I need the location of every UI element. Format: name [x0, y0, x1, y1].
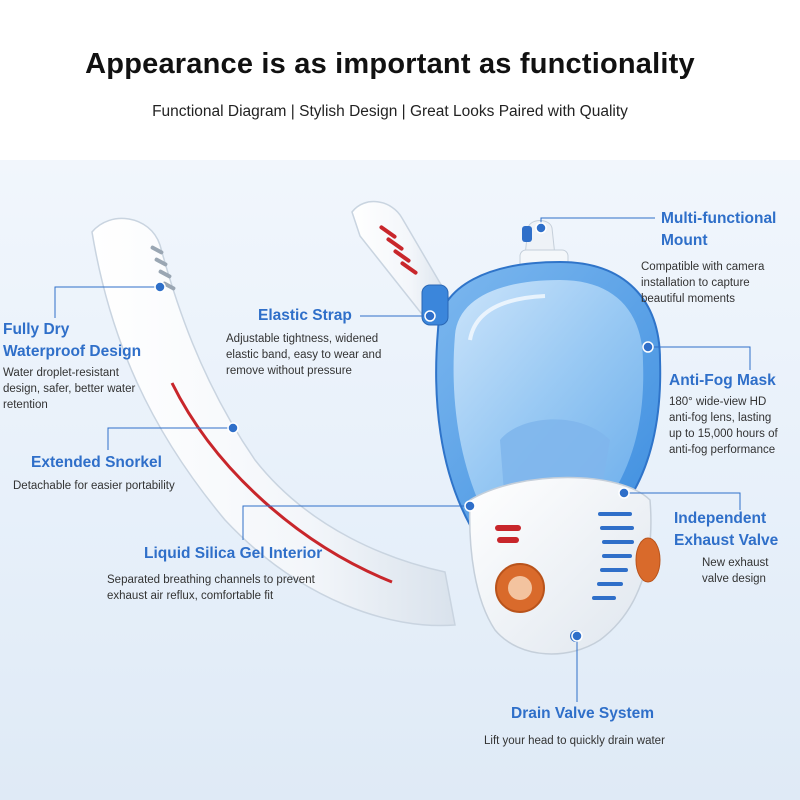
- callout-strap-desc-2: elastic band, easy to wear and: [226, 349, 382, 361]
- callout-antifog-desc-1: 180° wide-view HD: [669, 396, 767, 408]
- callout-antifog-desc-2: anti-fog lens, lasting: [669, 412, 772, 424]
- callout-waterproof-heading-2: Waterproof Design: [3, 343, 142, 360]
- callout-mount-desc-3: beautiful moments: [641, 293, 735, 305]
- callout-antifog-desc-4: anti-fog performance: [669, 444, 776, 456]
- callout-strap-desc: Adjustable tightness, widened elastic ba…: [226, 329, 416, 379]
- callout-drain-heading: Drain Valve System: [511, 705, 655, 722]
- callout-strap-desc-3: remove without pressure: [226, 365, 352, 377]
- callout-snorkel-heading: Extended Snorkel: [31, 454, 162, 471]
- callout-snorkel-desc: Detachable for easier portability: [13, 476, 213, 494]
- leader-lines: [54, 217, 751, 702]
- callout-silica-desc: Separated breathing channels to prevent …: [107, 570, 367, 604]
- callout-waterproof-desc-1: Water droplet-resistant: [3, 367, 119, 379]
- callout-antifog: Anti-Fog Mask 180° wide-view HD anti-fog…: [669, 370, 799, 458]
- callout-mount-heading-2: Mount: [661, 232, 708, 249]
- callout-antifog-desc-3: up to 15,000 hours of: [669, 428, 778, 440]
- callout-mount-heading-1: Multi-functional: [661, 210, 777, 227]
- callout-exhaust: Independent Exhaust Valve: [674, 508, 798, 552]
- callout-mount-desc-1: Compatible with camera: [641, 261, 765, 273]
- breathing-chamber-shell: [468, 476, 661, 655]
- mask-body: [421, 260, 662, 527]
- callout-snorkel-desc-1: Detachable for easier portability: [13, 480, 175, 492]
- page-subtitle: Functional Diagram | Stylish Design | Gr…: [152, 103, 628, 120]
- callout-mount: Multi-functional Mount: [661, 208, 797, 252]
- callout-strap: Elastic Strap: [258, 305, 408, 327]
- callout-silica-heading: Liquid Silica Gel Interior: [144, 545, 323, 562]
- callout-exhaust-desc: New exhaust valve design: [702, 553, 798, 587]
- callout-silica-desc-2: exhaust air reflux, comfortable fit: [107, 590, 274, 602]
- callout-mount-desc: Compatible with camera installation to c…: [641, 257, 797, 307]
- callout-silica-desc-1: Separated breathing channels to prevent: [107, 574, 315, 586]
- page-title: Appearance is as important as functional…: [85, 48, 695, 80]
- callout-drain-desc: Lift your head to quickly drain water: [484, 731, 714, 749]
- callout-antifog-heading: Anti-Fog Mask: [669, 372, 776, 389]
- callout-silica: Liquid Silica Gel Interior: [144, 543, 364, 565]
- callout-exhaust-desc-1: New exhaust: [702, 557, 769, 569]
- callout-waterproof-desc-3: retention: [3, 399, 48, 411]
- callout-mount-desc-2: installation to capture: [641, 277, 750, 289]
- header: Appearance is as important as functional…: [0, 0, 800, 160]
- callout-strap-desc-1: Adjustable tightness, widened: [226, 333, 379, 345]
- callout-drain: Drain Valve System: [511, 703, 681, 725]
- leader-dots: [154, 222, 654, 642]
- callout-waterproof-desc-2: design, safer, better water: [3, 383, 136, 395]
- callout-waterproof: Fully Dry Waterproof Design Water drople…: [3, 319, 173, 413]
- callout-drain-desc-1: Lift your head to quickly drain water: [484, 735, 665, 747]
- callout-snorkel: Extended Snorkel: [31, 452, 211, 474]
- callout-exhaust-heading-1: Independent: [674, 510, 767, 527]
- left-snorkel-tube: [91, 217, 456, 627]
- callout-exhaust-heading-2: Exhaust Valve: [674, 532, 779, 549]
- callout-exhaust-desc-2: valve design: [702, 573, 766, 585]
- callout-waterproof-heading-1: Fully Dry: [3, 321, 70, 338]
- callout-strap-heading: Elastic Strap: [258, 307, 352, 324]
